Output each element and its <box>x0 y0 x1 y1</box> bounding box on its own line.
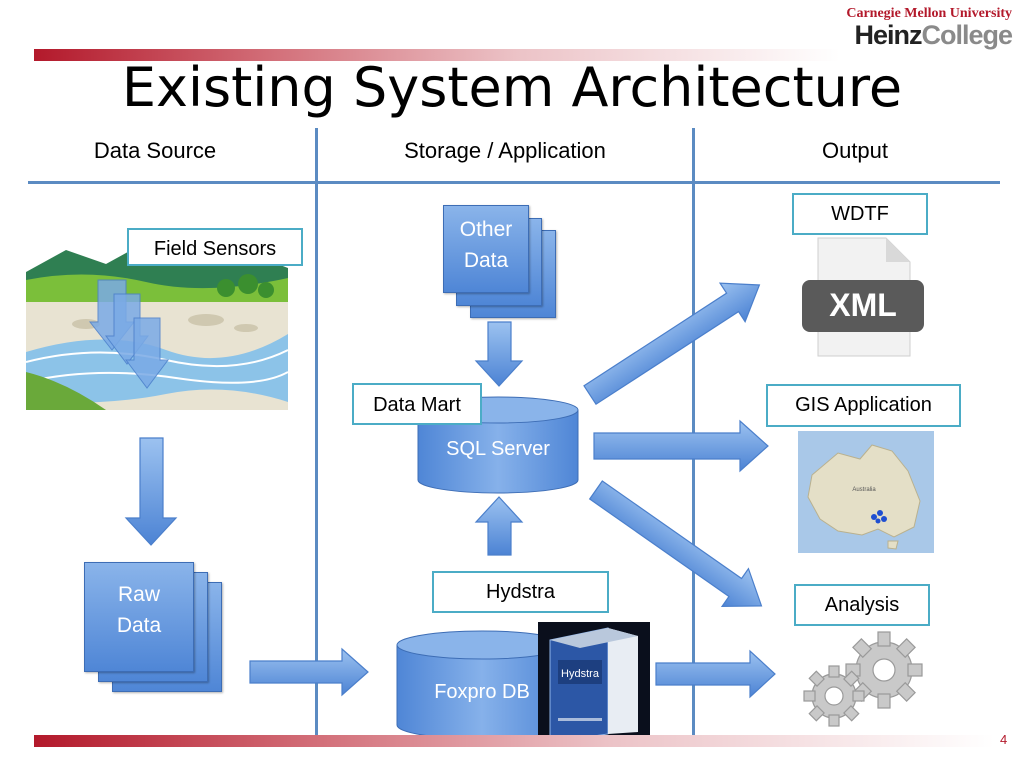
data-mart-label: Data Mart <box>352 383 482 425</box>
header-accent-bar <box>34 49 840 61</box>
university-name: Carnegie Mellon University <box>846 6 1012 21</box>
college-logo: HeinzCollege <box>854 20 1013 51</box>
xml-text: XML <box>829 287 897 323</box>
hydstra-label: Hydstra <box>432 571 609 613</box>
wdtf-label: WDTF <box>792 193 928 235</box>
hydstra-box-text: Hydstra <box>561 668 600 680</box>
arrow-sql-to-analysis <box>588 480 763 607</box>
page-number: 4 <box>1000 732 1008 747</box>
sql-server-label: SQL Server <box>446 438 550 460</box>
gears-icon <box>803 631 923 727</box>
other-data-label-line2: Data <box>463 249 509 272</box>
arrow-sensors-to-raw <box>124 437 178 546</box>
analysis-label: Analysis <box>794 584 930 626</box>
foxpro-db-cylinder <box>396 630 568 740</box>
other-data-doc-front: Other Data <box>443 205 529 293</box>
arrow-other-to-sql <box>474 321 524 387</box>
college-logo-part1: Heinz <box>854 20 922 50</box>
arrow-foxpro-to-analysis <box>655 649 776 699</box>
column-divider-left <box>315 128 318 740</box>
footer-accent-bar <box>34 735 994 747</box>
other-data-label-line1: Other <box>459 218 513 241</box>
raw-data-label-line2: Data <box>116 614 162 637</box>
arrow-sql-to-gis <box>593 419 769 473</box>
slide-title: Existing System Architecture <box>121 56 903 119</box>
foxpro-db-label: Foxpro DB <box>434 681 530 703</box>
hydstra-software-box-image: Hydstra <box>538 622 650 746</box>
field-sensors-label: Field Sensors <box>127 228 303 266</box>
australia-map-image: Australia <box>798 431 934 553</box>
column-header-storage: Storage / Application <box>404 138 606 163</box>
column-header-output: Output <box>821 138 889 163</box>
gis-application-label: GIS Application <box>766 384 961 427</box>
college-logo-part2: College <box>921 20 1013 50</box>
arrow-sql-to-xml <box>583 282 761 406</box>
header-divider-line <box>28 181 1000 184</box>
xml-file-icon: XML <box>802 237 924 357</box>
map-country-label: Australia <box>852 487 876 493</box>
raw-data-doc-front: Raw Data <box>84 562 194 672</box>
raw-data-label-line1: Raw <box>117 583 160 606</box>
arrow-foxpro-to-sql <box>474 496 524 556</box>
arrow-raw-to-foxpro <box>249 647 369 697</box>
column-header-data-source: Data Source <box>93 138 217 163</box>
